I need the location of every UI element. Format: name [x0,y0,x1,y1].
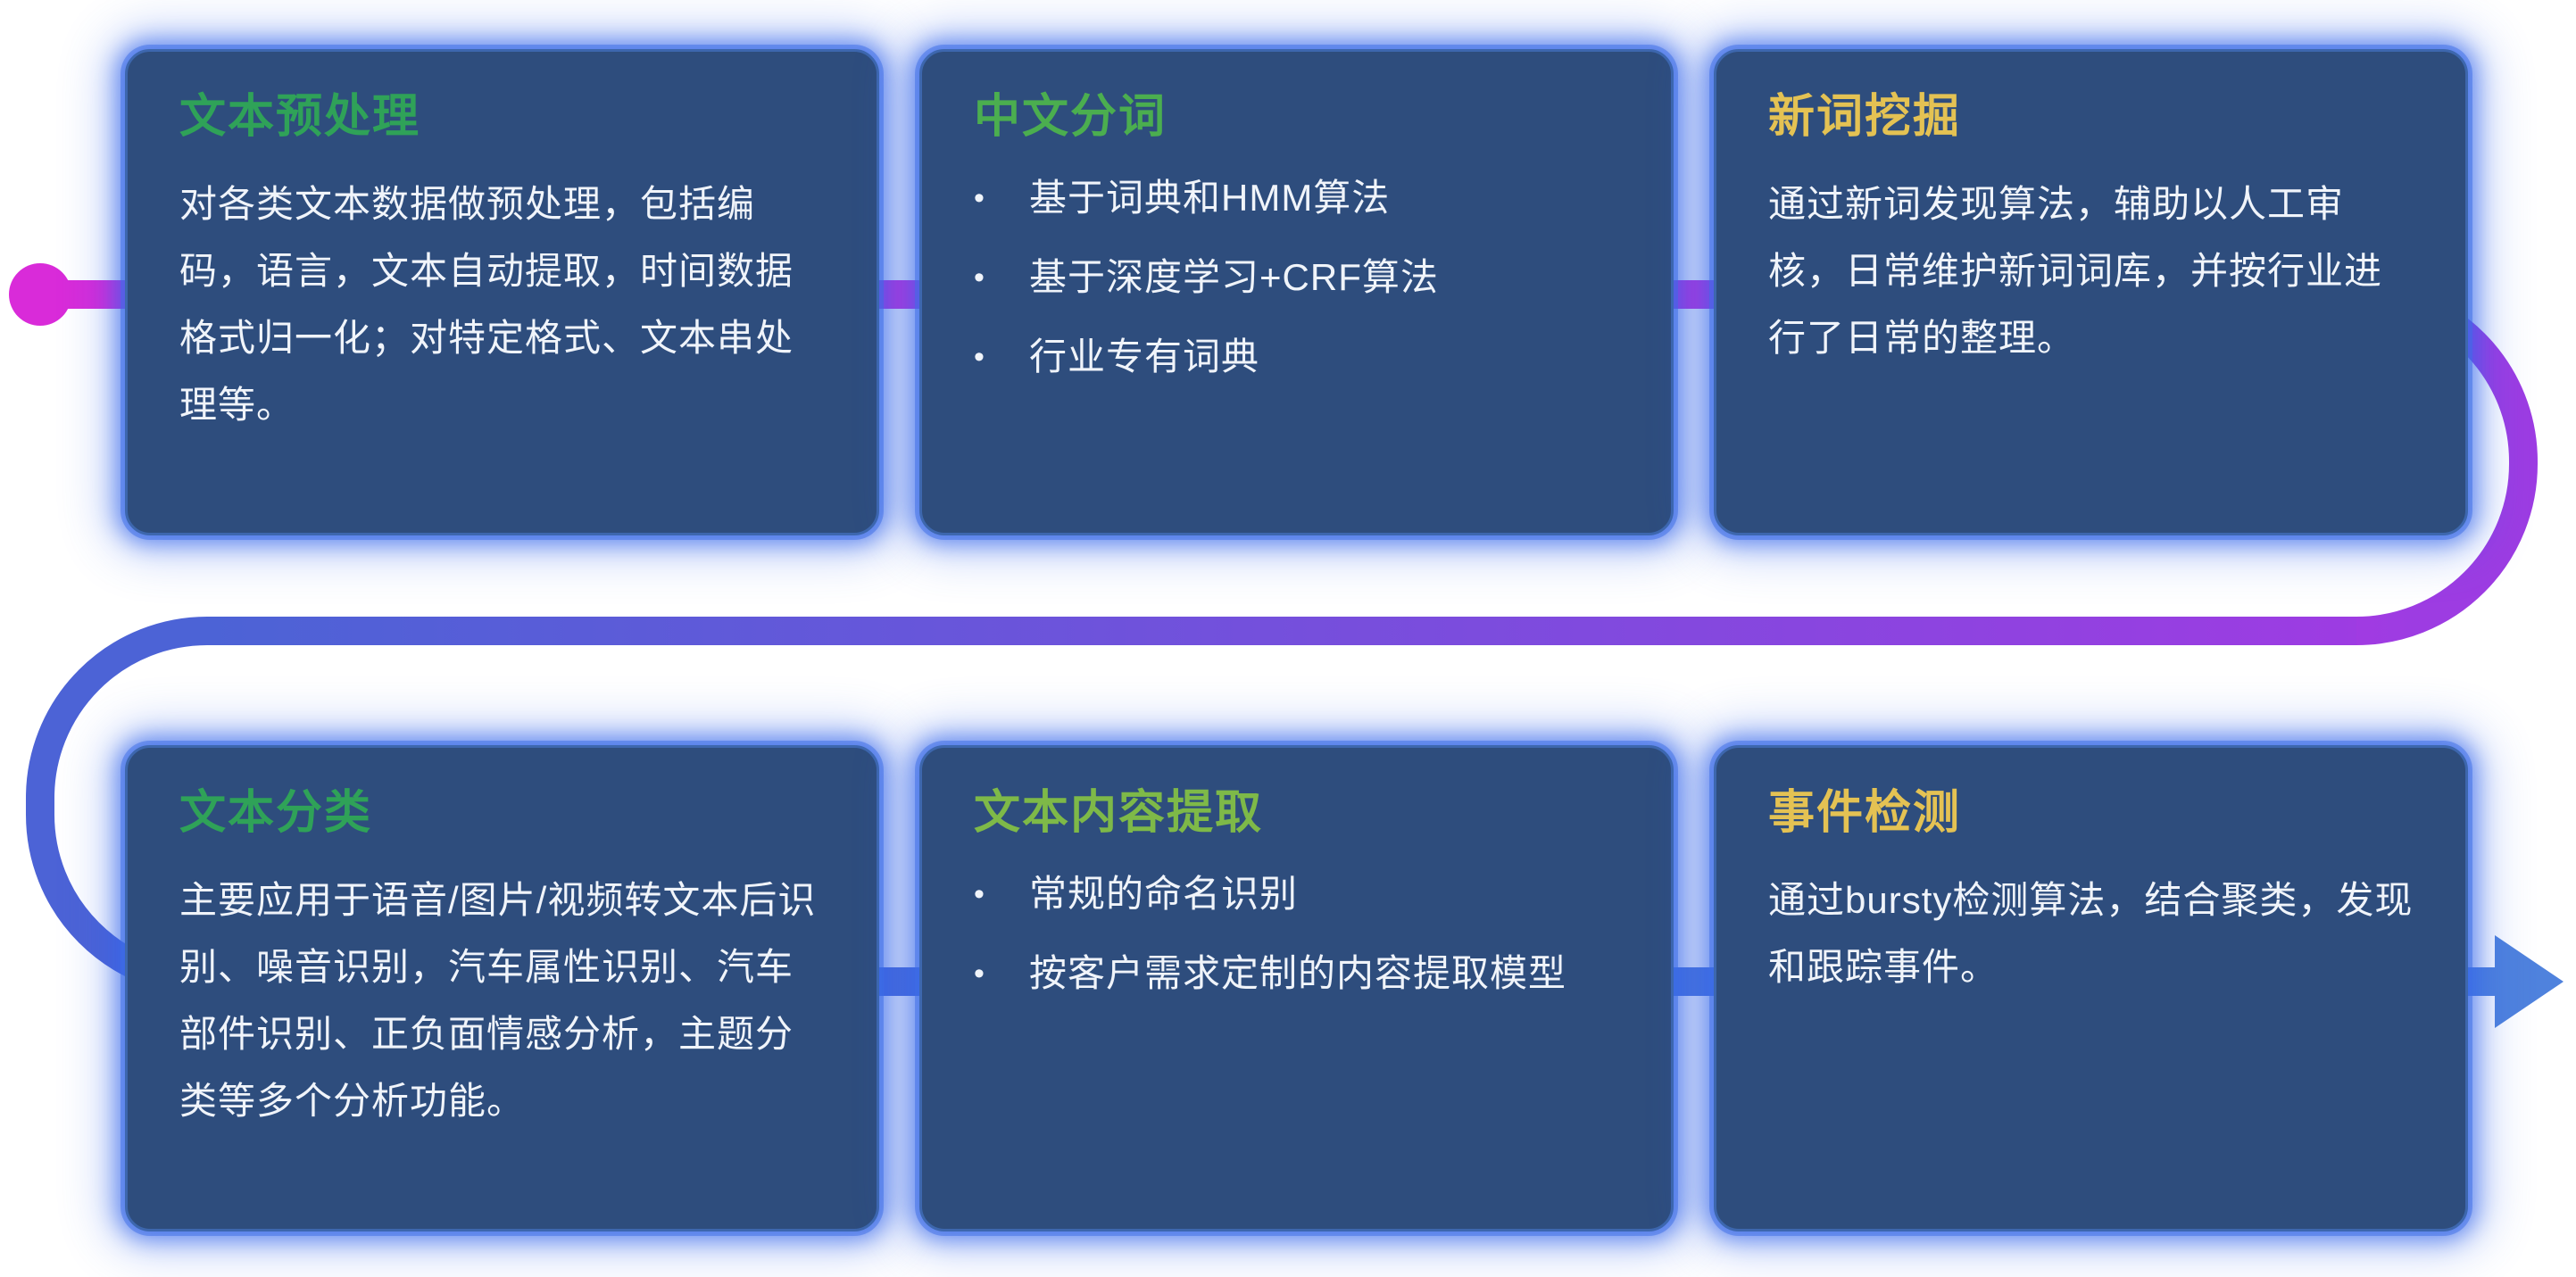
card-body: 主要应用于语音/图片/视频转文本后识别、噪音识别，汽车属性识别、汽车部件识别、正… [179,879,817,1122]
card-text-content-extraction: 文本内容提取 • 常规的命名识别 • 按客户需求定制的内容提取模型 [919,745,1674,1231]
card-title: 文本分类 [179,787,373,839]
flow-start-dot-icon [9,263,71,326]
card-title: 中文分词 [974,91,1168,143]
bullet-item: • 按客户需求定制的内容提取模型 [974,947,1619,1001]
card-body: 通过bursty检测算法，结合聚类，发现和跟踪事件。 [1768,879,2414,989]
bullet-text: 常规的命名识别 [1029,873,1299,916]
flow-end-arrow-icon [2495,935,2564,1028]
card-body: 对各类文本数据做预处理，包括编码，语言，文本自动提取，时间数据格式归一化；对特定… [179,183,794,426]
bullet-dot-icon: • [974,957,985,991]
card-new-word-mining: 新词挖掘 通过新词发现算法，辅助以人工审核，日常维护新词词库，并按行业进行了日常… [1714,49,2468,535]
card-title: 文本预处理 [179,91,421,143]
card-bullet-list: • 基于词典和HMM算法 • 基于深度学习+CRF算法 • 行业专有词典 [974,171,1619,385]
bullet-item: • 常规的命名识别 [974,867,1619,922]
card-title: 文本内容提取 [974,787,1264,839]
bullet-dot-icon: • [974,877,985,912]
card-title: 新词挖掘 [1768,91,1962,143]
bullet-dot-icon: • [974,261,985,295]
bullet-item: • 基于词典和HMM算法 [974,171,1619,226]
card-title: 事件检测 [1768,787,1962,839]
card-text-preprocessing: 文本预处理 对各类文本数据做预处理，包括编码，语言，文本自动提取，时间数据格式归… [125,49,879,535]
bullet-text: 基于词典和HMM算法 [1029,177,1391,220]
card-event-detection: 事件检测 通过bursty检测算法，结合聚类，发现和跟踪事件。 [1714,745,2468,1231]
bullet-item: • 基于深度学习+CRF算法 [974,251,1619,305]
card-body: 通过新词发现算法，辅助以人工审核，日常维护新词词库，并按行业进行了日常的整理。 [1768,183,2383,359]
card-text-classification: 文本分类 主要应用于语音/图片/视频转文本后识别、噪音识别，汽车属性识别、汽车部… [125,745,879,1231]
bullet-dot-icon: • [974,340,985,375]
bullet-text: 行业专有词典 [1029,336,1260,378]
bullet-dot-icon: • [974,181,985,216]
bullet-item: • 行业专有词典 [974,330,1619,385]
bullet-text: 基于深度学习+CRF算法 [1029,256,1439,299]
card-chinese-word-segmentation: 中文分词 • 基于词典和HMM算法 • 基于深度学习+CRF算法 • 行业专有词… [919,49,1674,535]
bullet-text: 按客户需求定制的内容提取模型 [1029,952,1567,995]
card-bullet-list: • 常规的命名识别 • 按客户需求定制的内容提取模型 [974,867,1619,1001]
